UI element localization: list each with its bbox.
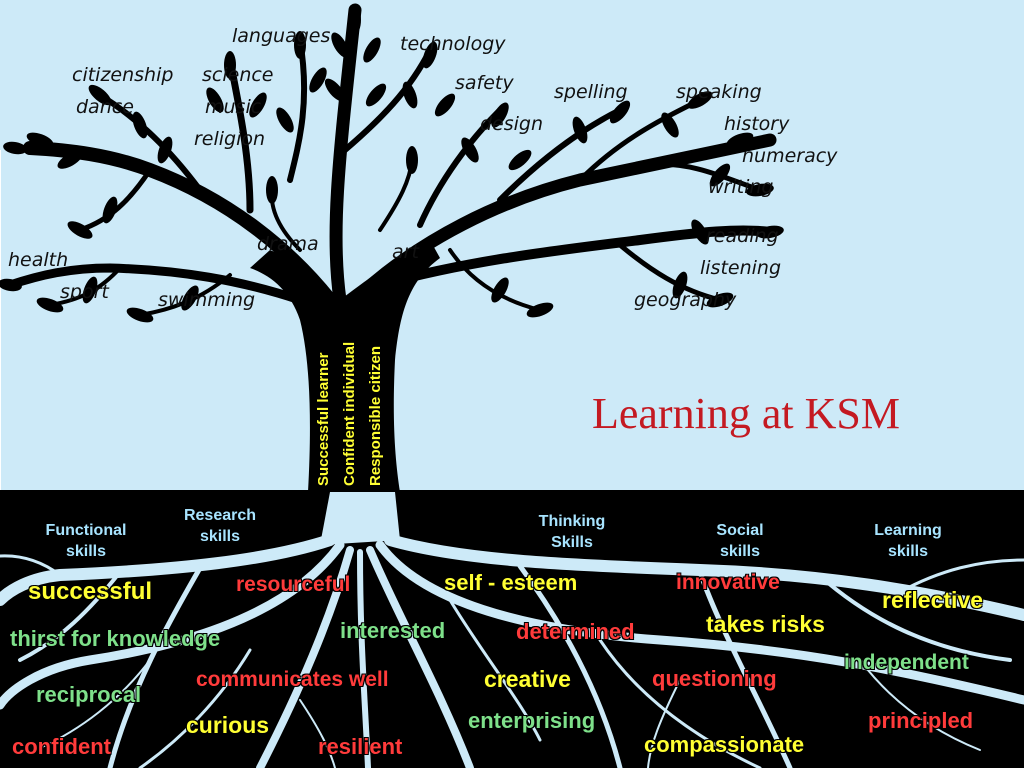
trait-questioning: questioning [652, 666, 777, 691]
subject-sport: sport [60, 281, 109, 303]
subject-numeracy: numeracy [742, 145, 838, 167]
subject-languages: languages [232, 25, 331, 47]
subject-writing: writing [708, 176, 774, 198]
subject-drama: drama [257, 233, 319, 255]
skill-social: Social skills [716, 522, 764, 560]
subject-swimming: swimming [158, 289, 256, 311]
subject-design: design [480, 113, 544, 135]
subject-religion: religion [194, 128, 266, 150]
trait-determined: determined [516, 619, 635, 644]
skill-learning: Learning skills [874, 522, 942, 560]
subject-history: history [724, 113, 790, 135]
trait-compassionate: compassionate [644, 732, 805, 757]
trait-innovative: innovative [676, 571, 780, 594]
trait-interested: interested [340, 618, 446, 643]
subject-listening: listening [700, 257, 782, 279]
trunk-label-confident-individual: Confident individual [341, 341, 358, 486]
subject-speaking: speaking [676, 81, 762, 103]
subject-reading: reading [706, 225, 779, 247]
skill-thinking: Thinking Skills [538, 513, 606, 551]
trait-self-esteem: self - esteem [444, 570, 578, 595]
subject-geography: geography [634, 289, 737, 311]
trait-principled: principled [868, 708, 974, 733]
subject-music: music [205, 96, 262, 118]
trait-independent: independent [844, 651, 969, 674]
trait-takes-risks: takes risks [706, 611, 825, 637]
trunk-label-responsible-citizen: Responsible citizen [367, 345, 384, 486]
subject-spelling: spelling [554, 81, 628, 103]
subject-art: art [392, 241, 419, 263]
trait-resourceful: resourceful [236, 573, 351, 596]
leaves [0, 6, 784, 323]
trait-successful: successful [28, 578, 153, 605]
page-title: Learning at KSM [592, 389, 900, 438]
skill-functional: Functional skills [45, 522, 127, 560]
trait-curious: curious [186, 712, 270, 738]
skill-research: Research skills [183, 507, 257, 545]
roots [0, 492, 1024, 768]
subject-science: science [202, 64, 274, 86]
trait-creative: creative [484, 666, 571, 692]
ground [0, 490, 1024, 768]
trait-reciprocal: reciprocal [36, 682, 142, 707]
trait-enterprising: enterprising [468, 708, 596, 733]
subject-health: health [8, 249, 69, 271]
trunk-label-successful-learner: Successful learner [315, 352, 332, 486]
sky-background [0, 0, 1024, 490]
trait-communicates-well: communicates well [196, 668, 389, 691]
trait-thirst-for-knowledge: thirst for knowledge [10, 626, 221, 651]
subject-technology: technology [400, 33, 506, 55]
subject-dance: dance [76, 96, 134, 118]
subject-safety: safety [455, 72, 514, 94]
trait-reflective: reflective [882, 587, 984, 613]
subject-citizenship: citizenship [72, 64, 174, 86]
trait-confident: confident [12, 734, 111, 759]
trait-resilient: resilient [318, 734, 403, 759]
